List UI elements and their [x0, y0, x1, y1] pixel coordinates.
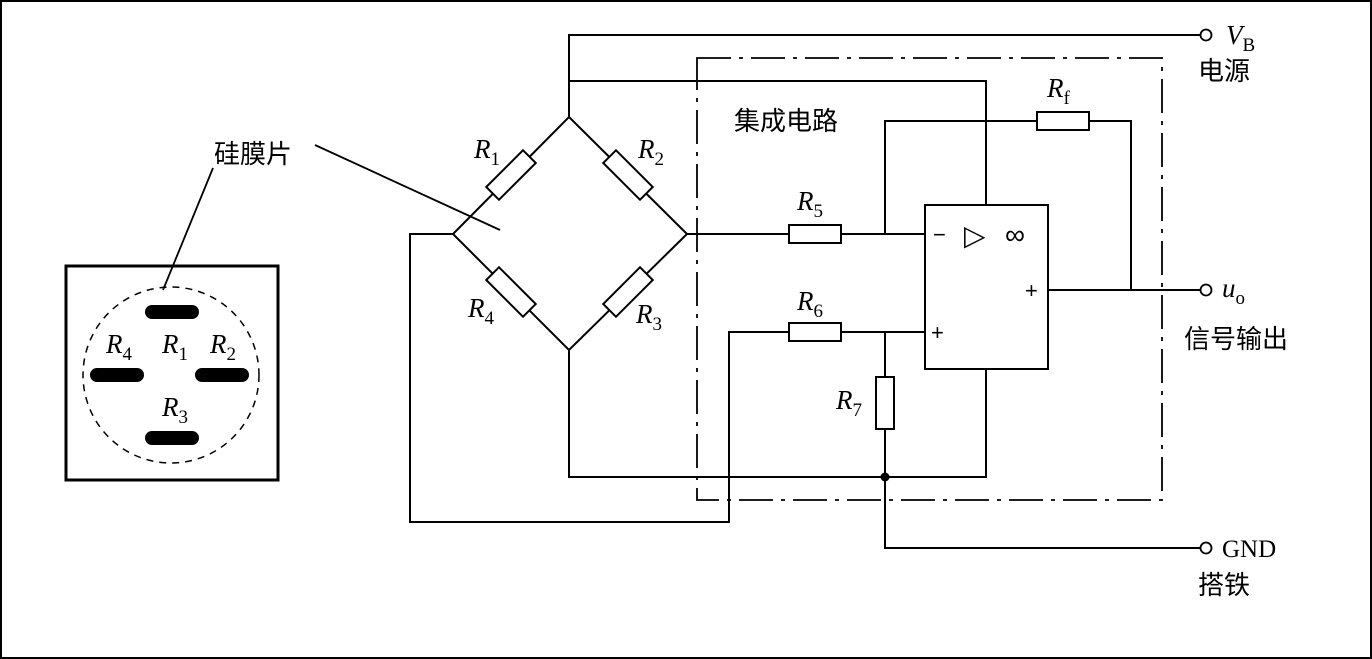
opamp-infinity-icon: ∞ — [1005, 219, 1025, 250]
terminal-uo-label: uo — [1222, 273, 1245, 309]
resistor-rf — [1036, 111, 1090, 131]
opamp-body — [924, 204, 1049, 370]
terminal-uo — [1199, 283, 1213, 297]
label-rf: Rf — [1046, 73, 1071, 109]
ic-boundary — [696, 57, 1163, 501]
label-r7: R7 — [835, 385, 862, 421]
resistor-r3 — [601, 265, 655, 319]
ground-label: 搭铁 — [1198, 571, 1250, 601]
terminal-gnd — [1199, 541, 1213, 555]
terminal-gnd-label: GND — [1222, 536, 1276, 563]
resistor-r5 — [788, 224, 842, 244]
ic-label: 集成电路 — [734, 107, 838, 137]
opamp-minus: − — [933, 222, 946, 247]
resistor-r4 — [484, 265, 538, 319]
diaphragm-chip-leader — [162, 167, 214, 291]
opamp: − + + ▷ ∞ — [924, 204, 1049, 370]
chip-pad-r2 — [195, 368, 249, 382]
label-r4: R4 — [467, 293, 495, 329]
wire-feedback-in — [884, 120, 1038, 235]
opamp-plus-out: + — [1025, 278, 1038, 303]
wheatstone-bridge: R1 R2 R3 R4 — [451, 115, 689, 352]
chip-label-r4: R4 — [105, 329, 133, 365]
signal-output-label: 信号输出 — [1184, 325, 1288, 355]
terminal-vb — [1199, 28, 1213, 42]
resistor-r6 — [788, 322, 842, 342]
resistor-r1 — [484, 148, 538, 202]
diaphragm-label: 硅膜片 — [214, 140, 292, 170]
label-r6: R6 — [796, 286, 823, 322]
label-r1: R1 — [473, 134, 500, 170]
diaphragm-bridge-leader — [314, 144, 501, 231]
chip-label-r1: R1 — [161, 329, 188, 365]
chip-pad-r1 — [145, 305, 199, 319]
chip-label-r3: R3 — [161, 392, 188, 428]
wire-gnd — [884, 476, 1201, 549]
wire-bridge-to-noninverting — [409, 233, 926, 523]
wire-supply-opamp — [568, 80, 987, 206]
label-r5: R5 — [796, 186, 823, 222]
opamp-plus-in: + — [931, 320, 944, 345]
diaphragm-circle — [82, 286, 260, 464]
chip-pad-r4 — [90, 368, 144, 382]
terminal-vb-label: VB — [1226, 20, 1255, 56]
label-r3: R3 — [635, 299, 662, 335]
wire-ground-rail — [568, 349, 987, 478]
wire-feedback-out — [1088, 120, 1132, 291]
chip-pad-r3 — [145, 431, 199, 445]
opamp-triangle-icon: ▷ — [964, 220, 986, 251]
power-label: 电源 — [1198, 57, 1250, 87]
resistor-r2 — [601, 148, 655, 202]
wire-supply-vb — [568, 34, 1201, 118]
junction-dot — [880, 472, 890, 482]
resistor-r7 — [875, 376, 895, 430]
chip-label-r2: R2 — [209, 329, 236, 365]
label-r2: R2 — [637, 134, 664, 170]
diaphragm-chip: R4 R1 R2 R3 — [64, 167, 280, 482]
